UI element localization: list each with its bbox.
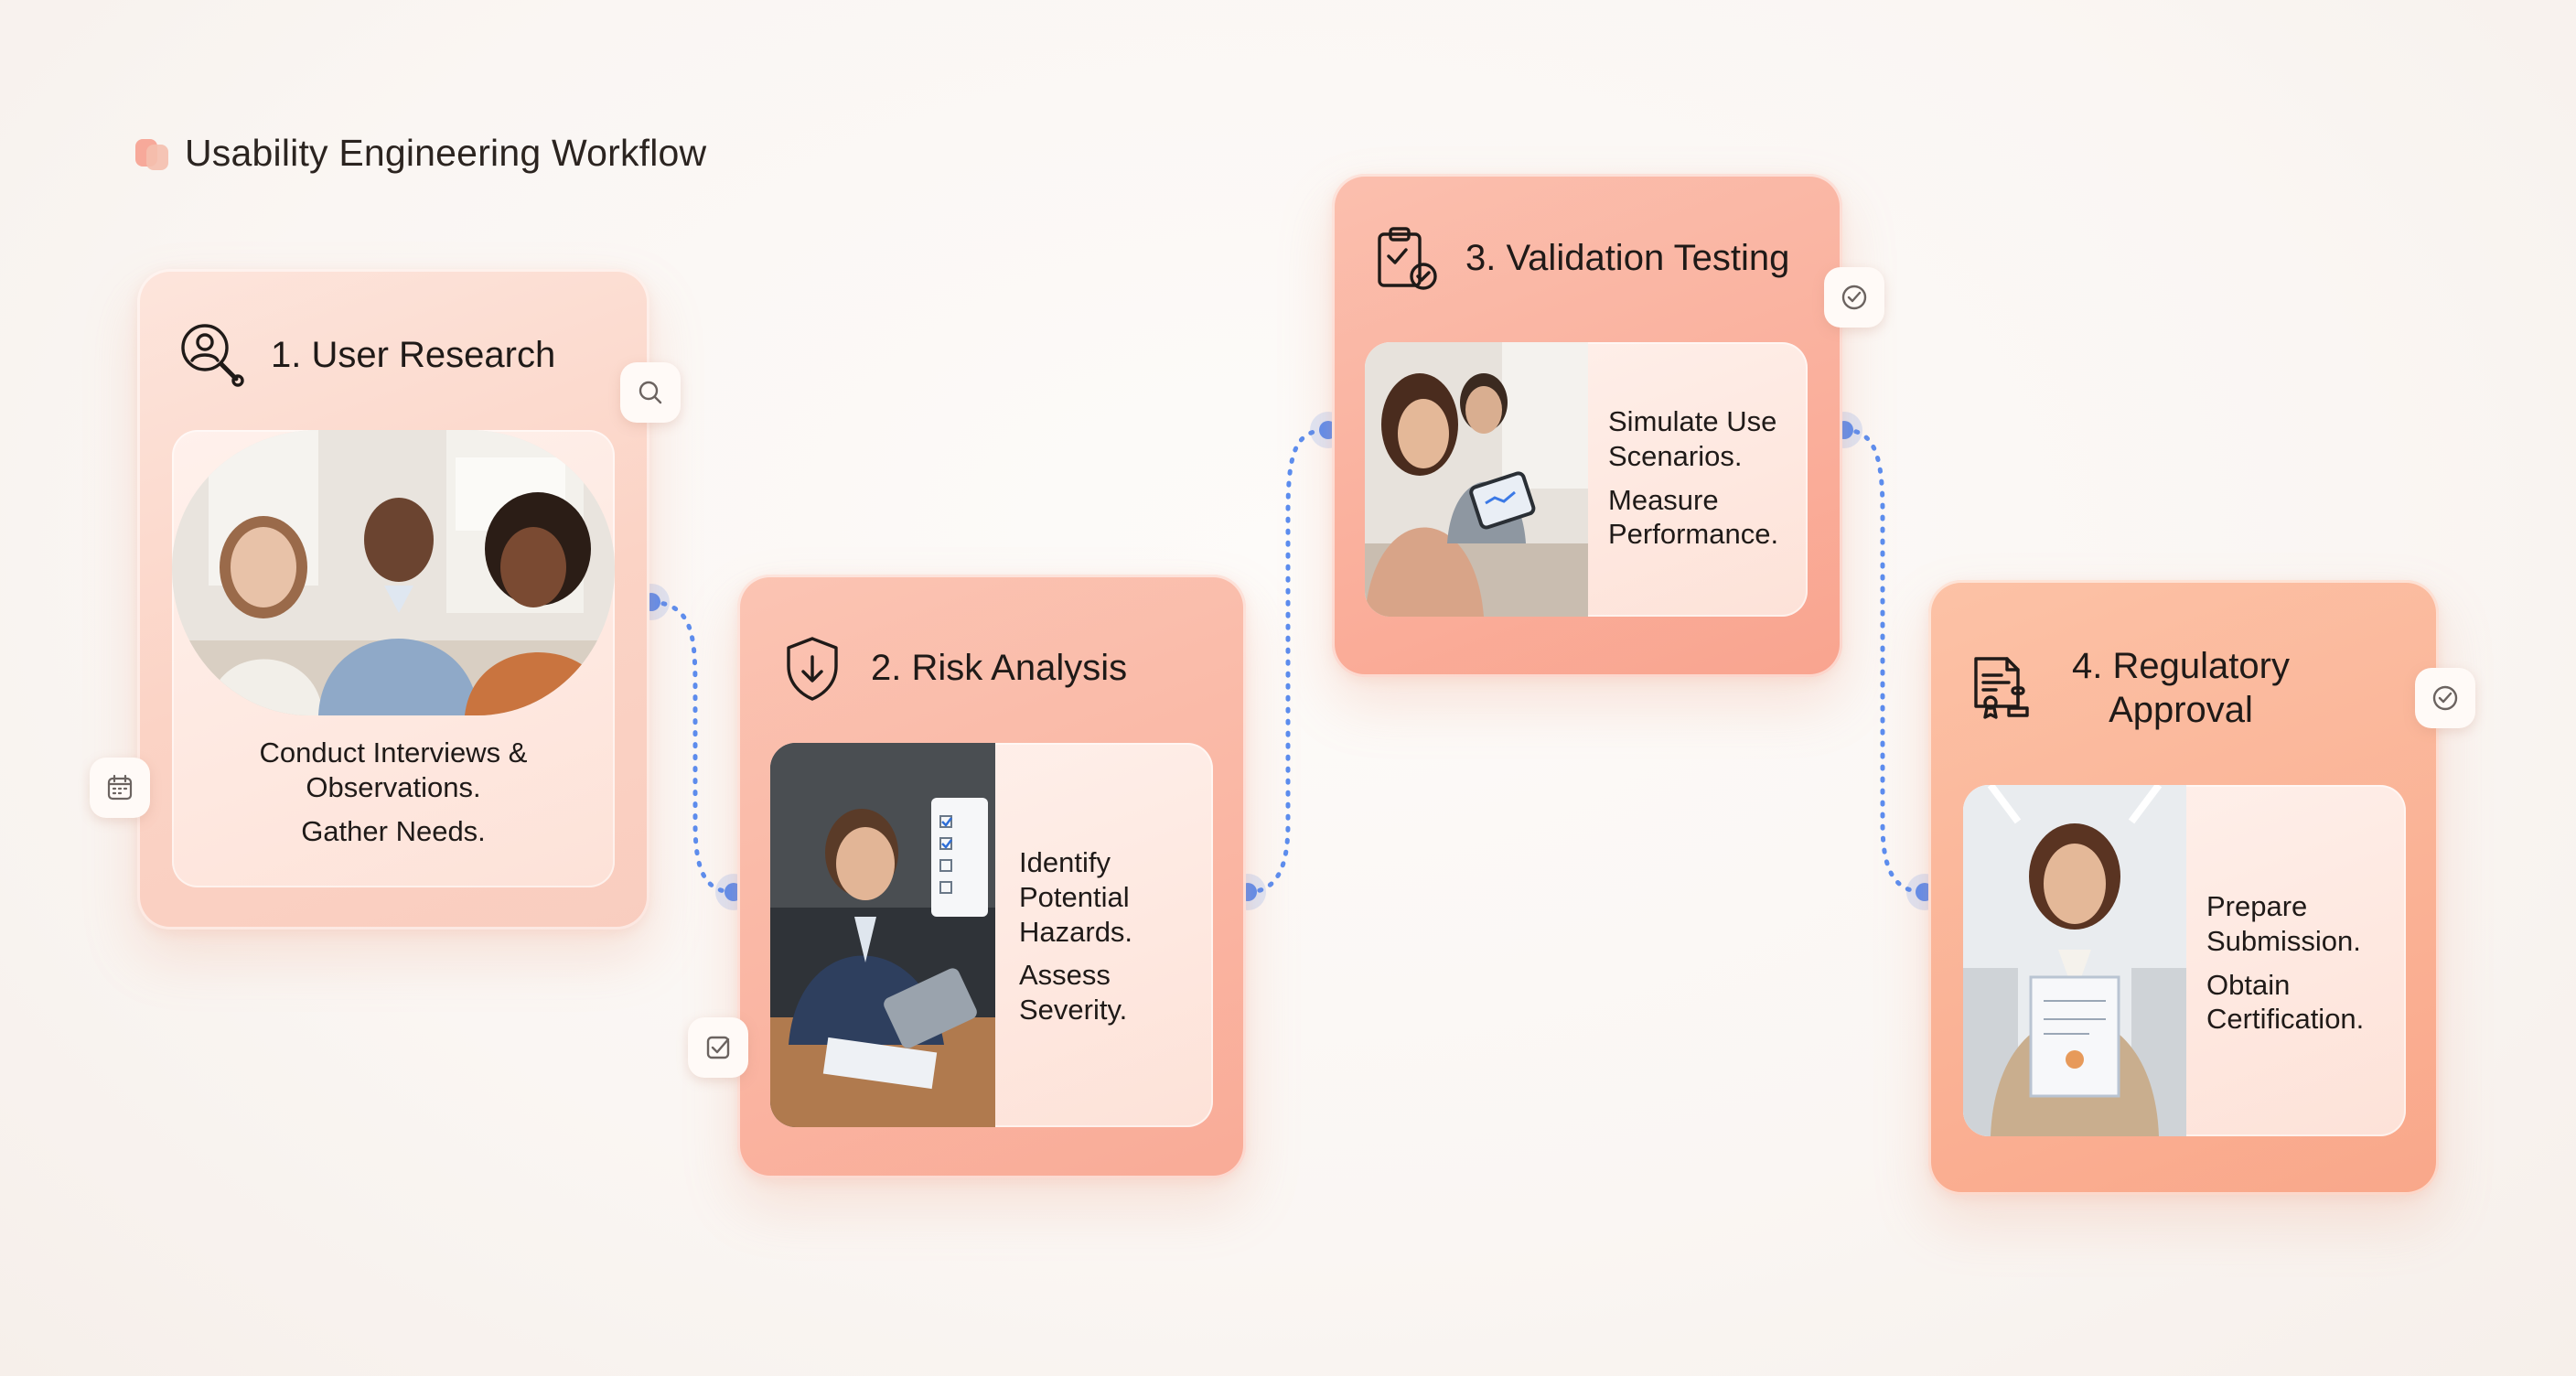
step-description: Prepare Submission. Obtain Certification… <box>2206 889 2399 1037</box>
search-icon <box>639 381 662 404</box>
step-panel: Conduct Interviews & Observations. Gathe… <box>172 430 615 887</box>
step-panel: Identify Potential Hazards. Assess Sever… <box>770 743 1213 1127</box>
step-line: Identify Potential Hazards. <box>1019 846 1133 948</box>
step-line: Simulate Use Scenarios. <box>1608 405 1777 472</box>
stacked-squares-logo-icon <box>135 137 168 170</box>
risk-analysis-photo <box>770 743 995 1127</box>
check-circle-icon-chip[interactable] <box>1824 267 1884 328</box>
step-line: Assess Severity. <box>1019 959 1128 1027</box>
connector-3-4 <box>1841 427 1927 895</box>
header: Usability Engineering Workflow <box>135 132 706 175</box>
validation-testing-photo <box>1365 342 1588 617</box>
step-title: 2. Risk Analysis <box>871 648 1128 688</box>
step-line: Obtain Certification. <box>2206 968 2365 1036</box>
step-title: 1. User Research <box>271 335 556 375</box>
step-description: Identify Potential Hazards. Assess Sever… <box>1019 845 1175 1027</box>
check-circle-icon <box>1841 285 1867 310</box>
search-icon-chip[interactable] <box>620 362 681 423</box>
shield-download-icon <box>776 631 849 704</box>
connector-1-2 <box>649 599 736 895</box>
page-title: Usability Engineering Workflow <box>185 132 707 174</box>
step-description: Conduct Interviews & Observations. Gathe… <box>190 736 596 848</box>
step-description: Simulate Use Scenarios. Measure Performa… <box>1608 404 1800 552</box>
check-circle-icon <box>2432 685 2458 711</box>
step-title: 4. Regulatory Approval <box>2072 646 2290 730</box>
step-card-risk-analysis: 2. Risk Analysis Identify Potential Haza… <box>737 575 1246 1178</box>
step-line: Prepare Submission. <box>2206 890 2361 957</box>
step-title: 3. Validation Testing <box>1465 238 1790 278</box>
connector-2-3 <box>1245 427 1331 895</box>
user-research-photo <box>172 430 615 715</box>
clipboard-check-icon <box>1370 221 1444 295</box>
check-circle-icon-chip[interactable] <box>2415 668 2475 728</box>
step-panel: Prepare Submission. Obtain Certification… <box>1963 785 2406 1136</box>
calendar-icon-chip[interactable] <box>90 758 150 818</box>
step-panel: Simulate Use Scenarios. Measure Performa… <box>1365 342 1808 617</box>
regulatory-approval-photo <box>1963 785 2186 1136</box>
step-line: Measure Performance. <box>1608 483 1779 551</box>
certificate-stamp-icon <box>1967 651 2040 725</box>
checkbox-icon-chip[interactable] <box>688 1017 748 1078</box>
step-line: Gather Needs. <box>301 814 486 847</box>
step-card-regulatory-approval: 4. Regulatory Approval Prepare Submissio… <box>1928 580 2439 1195</box>
user-search-icon <box>176 318 249 392</box>
checkbox-icon <box>706 1036 730 1059</box>
calendar-icon <box>107 774 133 801</box>
step-line: Conduct Interviews & Observations. <box>259 736 528 803</box>
step-card-user-research: 1. User Research <box>137 269 649 930</box>
step-card-validation-testing: 3. Validation Testing Simulate Use Scena… <box>1332 174 1842 677</box>
